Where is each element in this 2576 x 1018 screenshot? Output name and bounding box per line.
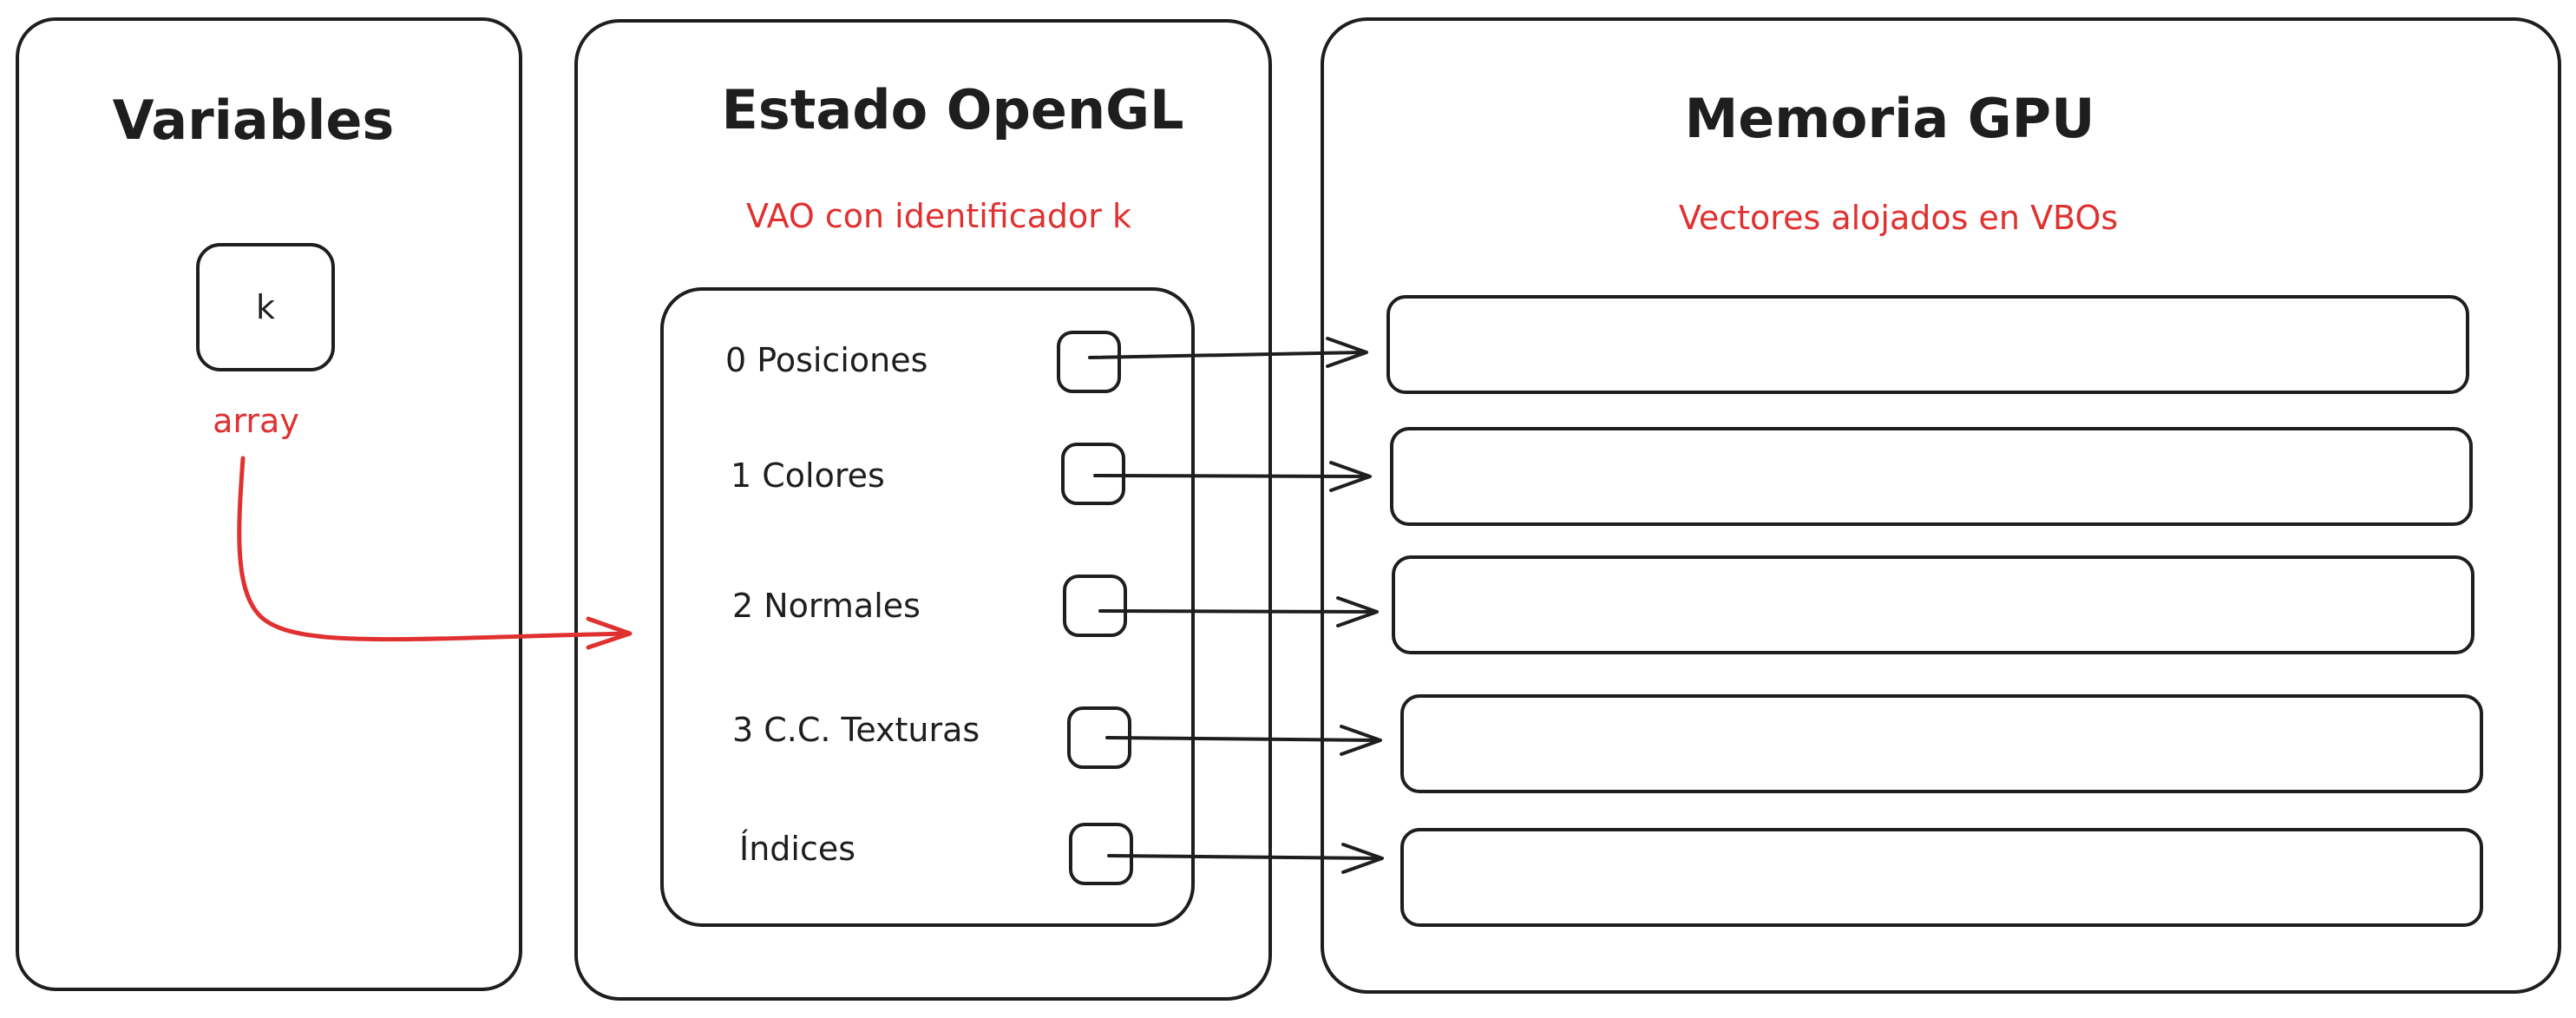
variables-panel: Variables k array (16, 17, 522, 991)
attribute-row: 0 Posiciones (725, 331, 1121, 393)
vbo-buffer (1400, 694, 2483, 793)
attribute-row: 3 C.C. Texturas (732, 706, 1131, 769)
vbo-buffer (1400, 828, 2483, 927)
gpu-title: Memoria GPU (1685, 87, 2095, 150)
gpu-panel-frame (1321, 17, 2561, 994)
attribute-to-vbo-arrows (1088, 337, 1384, 874)
attribute-slot (1061, 443, 1125, 505)
opengl-panel-frame (574, 19, 1272, 1001)
vbo-buffer (1386, 295, 2469, 394)
arrow (1093, 461, 1372, 492)
attribute-label: Índices (739, 830, 855, 868)
vbo-buffer (1390, 427, 2473, 526)
attribute-label: 3 C.C. Texturas (732, 711, 980, 749)
variables-title: Variables (113, 89, 395, 152)
attribute-row: 2 Normales (732, 575, 1127, 637)
variable-k-box (196, 243, 335, 371)
attribute-slot (1057, 331, 1121, 393)
vbo-buffer (1392, 555, 2474, 654)
opengl-state-panel: Estado OpenGL VAO con identificador k 0 … (574, 19, 1272, 1001)
attribute-label: 2 Normales (732, 587, 921, 625)
arrow (1107, 843, 1384, 874)
attribute-slot (1063, 575, 1127, 637)
variable-k-caption: array (213, 402, 299, 440)
vao-box (660, 287, 1195, 927)
variable-k-name: k (256, 288, 275, 326)
gpu-memory-panel: Memoria GPU Vectores alojados en VBOs (1321, 17, 2561, 994)
opengl-title: Estado OpenGL (722, 78, 1184, 141)
variable-to-vao-arrow (237, 456, 633, 650)
arrow (1098, 596, 1379, 627)
variables-panel-frame (16, 17, 522, 991)
attribute-row: 1 Colores (731, 443, 1125, 505)
gpu-subtitle: Vectores alojados en VBOs (1679, 199, 2118, 237)
arrow (1105, 725, 1382, 756)
attribute-slot (1069, 823, 1133, 885)
attribute-label: 1 Colores (731, 456, 885, 495)
attribute-label: 0 Posiciones (725, 341, 927, 379)
vao-subtitle: VAO con identificador k (746, 197, 1131, 235)
attribute-row: Índices (739, 823, 1133, 885)
arrow (1088, 337, 1368, 368)
